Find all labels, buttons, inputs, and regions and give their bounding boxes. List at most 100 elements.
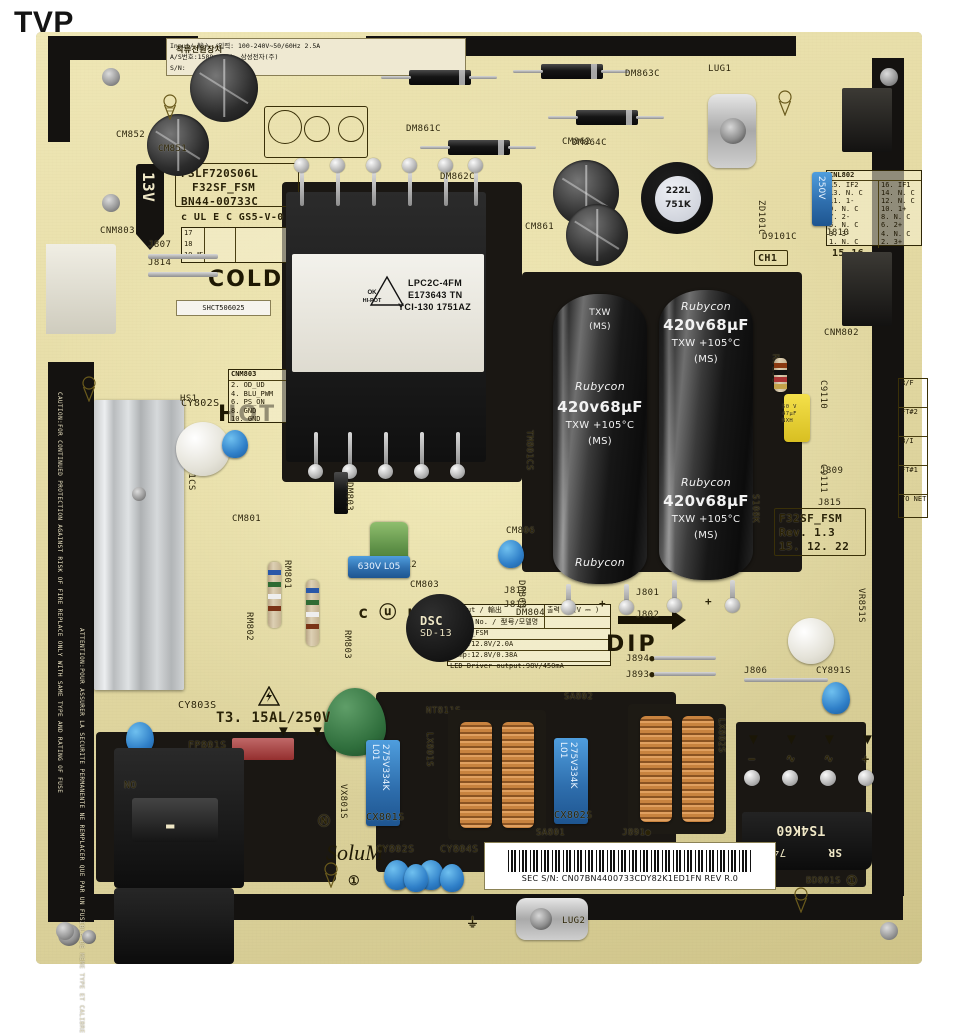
output-row-led: LED Driver output:98V/450mA (450, 662, 564, 670)
n-circle-symbol: Ⓝ (318, 814, 331, 828)
switch-rocker[interactable] (132, 798, 218, 842)
cap2-series-mid: TXW (671, 514, 696, 525)
transformer-pin-b4 (420, 432, 424, 468)
designator-cnm802: CNM802 (824, 328, 859, 338)
mask-left-edge (48, 36, 70, 142)
jumper-j893 (654, 672, 716, 676)
filmcap-250v: 250V (812, 172, 832, 226)
cnl802-pin-5: 5. N. C (829, 221, 859, 230)
designator-cx802s: CX802S (554, 810, 593, 821)
cap2-lead-pos (730, 580, 735, 604)
inlet-hole-2 (82, 930, 96, 944)
testpad-ft2[interactable]: FT#2 (901, 408, 918, 416)
output-row-a13v: A13V:12.8V/2.0A (450, 640, 514, 648)
designator-cy803s: CY803S (178, 700, 217, 711)
cap2-temp-top: TXW +105°C (659, 338, 753, 349)
rating-serial-line: S/N: (170, 64, 186, 72)
resistor-rm801 (268, 562, 281, 628)
cx801s-label: 275V334K L01 (370, 744, 390, 791)
bridge-pad-2 (782, 770, 798, 786)
heatsink-hs1 (94, 400, 184, 690)
cap2-capacitance: 68µF (705, 316, 749, 334)
testpad-bi[interactable]: B/I (901, 437, 914, 445)
testpad-ft1[interactable]: FT#1 (901, 466, 918, 474)
designator-dm864c: DM864C (572, 138, 607, 148)
icecream-icon-2 (776, 90, 794, 119)
ch1-label: CH1 (758, 253, 778, 264)
barcode-serial-text: SEC S/N: CN07BN4400733CDY82K1ED1FN REV R… (521, 873, 739, 883)
part-number-model: F32SF_FSM (192, 181, 256, 194)
icecream-icon-4 (322, 862, 340, 891)
bridge-code-right: SR (828, 846, 843, 859)
power-switch[interactable]: ▬ (114, 748, 244, 888)
varistor-code-top: 222L (665, 186, 691, 196)
lx801s-winding-2 (502, 722, 534, 828)
designator-j815: J815 (818, 498, 842, 508)
lug2-terminal (516, 898, 588, 940)
cap2-brand-top: Rubycon (681, 300, 731, 313)
rm802-band4 (306, 624, 319, 629)
rm801-band4 (268, 606, 281, 611)
designator-cm801: CM801 (232, 514, 262, 524)
cnl802-pin-16: 16. IF1 (881, 181, 911, 189)
diode-dm864c (576, 110, 638, 125)
designator-dm862c: DM862C (440, 172, 475, 182)
cap1-brand-bottom: Rubycon (575, 556, 625, 569)
cnl802-right-col: 16. IF1 14. N. C 12. N. C 10. 1+ 8. N. C… (878, 181, 921, 248)
transformer-pin-5 (444, 172, 448, 206)
test-pad-column: R/F FT#2 B/I FT#1 TO NET (898, 378, 928, 518)
rm801-band3 (268, 594, 281, 599)
cap1-code-top: (MS) (589, 322, 611, 332)
designator-dm803: DM803 (344, 482, 354, 512)
testpad-rf[interactable]: R/F (901, 379, 914, 387)
designator-cm803: CM803 (410, 580, 440, 590)
designator-j894: J894● (626, 654, 656, 664)
switch-rocker-mark: ▬ (166, 818, 175, 834)
ycap-extra-1 (404, 864, 428, 892)
cnl802-left-col: 15. IF2 13. N. C 11. 1- 9. N. C 7. 2- 5.… (827, 181, 878, 248)
transformer-pad-2 (330, 158, 345, 173)
white-cap-right (788, 618, 834, 664)
designator-cx801s: CX801S (366, 812, 405, 823)
cap2-pad-neg (667, 598, 682, 613)
diode-dm863c (541, 64, 603, 79)
connector-cnl802 (842, 252, 892, 326)
designator-cnm803-left: CNM803 (100, 226, 135, 236)
bridge-pin-ac2: ∿ (824, 752, 834, 765)
bridge-arrow-1: ▼ (746, 731, 761, 748)
designator-cy802s-bottom: CY802S (376, 844, 415, 855)
icecream-icon-5 (792, 887, 810, 916)
output-header-left: Output / 輸出 (450, 606, 502, 614)
cnm803-pin-10: 10. GND (231, 415, 261, 424)
transformer-pin-6 (474, 172, 478, 206)
certification-marks: c UL E C GS5-V-0 8 (181, 212, 297, 223)
white-cap-left (176, 422, 230, 476)
transformer-pin-b3 (384, 432, 388, 468)
cnl802-table: CNL802 15. IF2 13. N. C 11. 1- 9. N. C 7… (826, 170, 922, 248)
switch-no-label: NO (124, 780, 137, 791)
dm863c-lead-l (513, 70, 543, 73)
designator-lx802s: LX802S (716, 718, 726, 753)
cap2-rating-mid: 420v68µF (659, 492, 753, 510)
filmcap-630v-label: 630V L05 (357, 562, 401, 572)
cap1-pad-neg (561, 600, 576, 615)
transformer-pin-b1 (314, 432, 318, 468)
cap1-brand-mid: Rubycon (575, 380, 625, 393)
testpad-tonet[interactable]: TO NET (901, 495, 927, 503)
cnl802-pin-2: 2. 3+ (881, 237, 903, 246)
designator-sa802: SA802 (564, 692, 594, 702)
diode-dm803 (334, 472, 348, 514)
designator-dm804-txt: DM804 (516, 608, 546, 618)
mask-left-col (48, 362, 74, 922)
designator-j813: J813 (504, 600, 528, 610)
cnl802-pin-7: 7. 2- (829, 213, 851, 222)
cap1-lead-pos (624, 584, 629, 606)
transformer-pin-b5 (456, 432, 460, 468)
cnm803-pin-4: 4. BLU_PWM (231, 389, 274, 398)
cnl802-pin-4: 4. N. C (881, 229, 911, 238)
fuse-rating-text: T3. 15AL/250V (216, 710, 331, 726)
transformer-pad-5 (438, 158, 453, 173)
dip-arrow-shaft (618, 616, 674, 624)
cnm803-pin-2: 2. OD_UD (231, 381, 265, 389)
rm802-band2 (306, 600, 319, 605)
